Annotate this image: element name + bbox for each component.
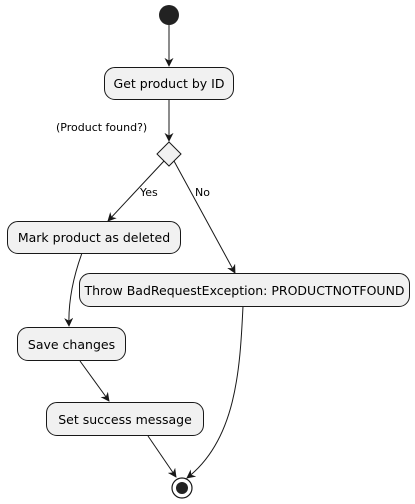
- start-node: [159, 5, 179, 25]
- action-mark-deleted-label: Mark product as deleted: [17, 230, 171, 245]
- decision-diamond: [156, 141, 182, 167]
- action-set-success: Set success message: [46, 402, 204, 436]
- edge-throw-to-end: [186, 305, 244, 479]
- action-throw-exception: Throw BadRequestException: PRODUCTNOTFOU…: [79, 273, 410, 307]
- decision-condition: (Product found?): [56, 121, 148, 134]
- action-save-changes: Save changes: [17, 327, 126, 361]
- edge-save-to-success: [79, 360, 110, 402]
- edge-no-label: No: [195, 186, 210, 199]
- edge-mark-to-save: [64, 252, 83, 327]
- action-get-product-label: Get product by ID: [113, 76, 225, 91]
- action-get-product: Get product by ID: [104, 67, 234, 100]
- edge-yes-label: Yes: [140, 186, 158, 199]
- edge-decision-no: [173, 160, 236, 274]
- action-save-changes-label: Save changes: [27, 336, 116, 352]
- action-mark-deleted: Mark product as deleted: [7, 221, 181, 254]
- action-throw-exception-label: Throw BadRequestException: PRODUCTNOTFOU…: [84, 282, 405, 298]
- edge-success-to-end: [147, 435, 177, 478]
- edge-decision-yes: [107, 160, 165, 222]
- action-set-success-label: Set success message: [58, 411, 192, 427]
- end-node: [171, 477, 193, 499]
